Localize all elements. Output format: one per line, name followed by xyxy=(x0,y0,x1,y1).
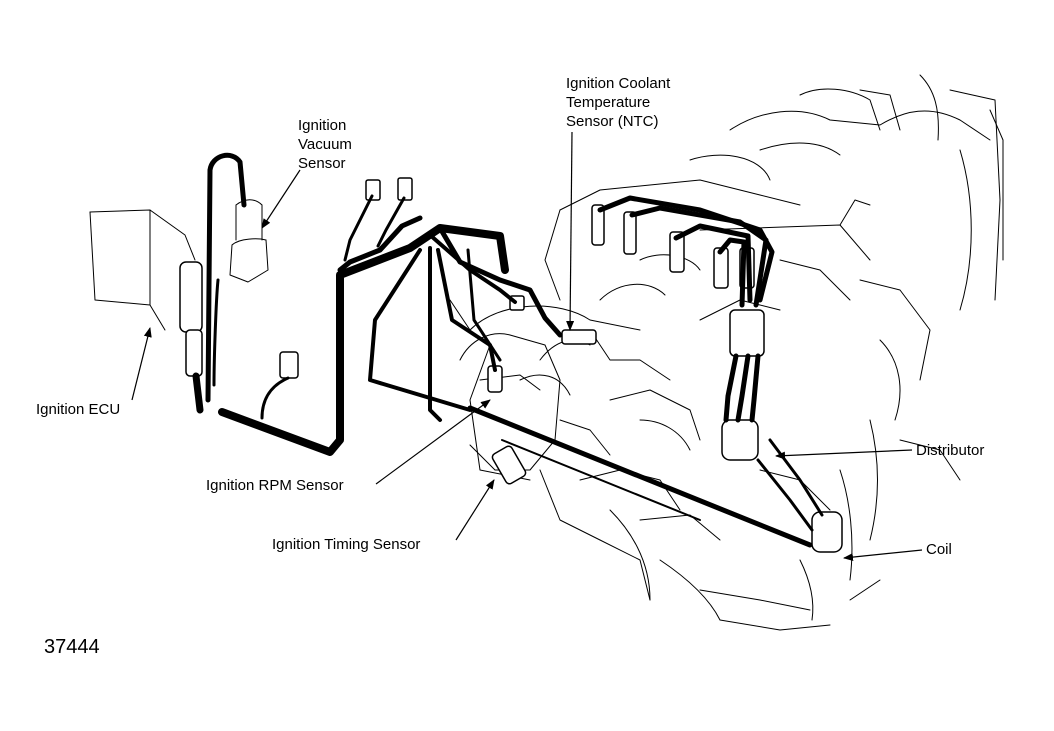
label-ecu: Ignition ECU xyxy=(36,401,121,418)
label-coil: Coil xyxy=(926,541,952,558)
engine-block xyxy=(89,74,1004,631)
leader-ecu xyxy=(131,327,152,401)
leader-timing xyxy=(455,479,495,541)
label-rpm-sensor: Ignition RPM Sensor xyxy=(206,477,344,494)
leader-vacuum xyxy=(261,169,301,229)
label-timing-sensor: Ignition Timing Sensor xyxy=(272,536,421,553)
label-vacuum-sensor: Ignition Vacuum Sensor xyxy=(298,117,352,172)
figure-number: 37444 xyxy=(44,636,100,658)
label-distributor: Distributor xyxy=(916,442,985,459)
leader-coil xyxy=(843,549,923,562)
label-coolant-sensor: Ignition Coolant Temperature Sensor (NTC… xyxy=(566,75,671,130)
leader-coolant xyxy=(566,131,575,331)
leader-distributor xyxy=(775,449,913,460)
leader-lines xyxy=(131,131,923,562)
leader-rpm xyxy=(375,399,491,485)
wiring-harness xyxy=(192,152,824,548)
